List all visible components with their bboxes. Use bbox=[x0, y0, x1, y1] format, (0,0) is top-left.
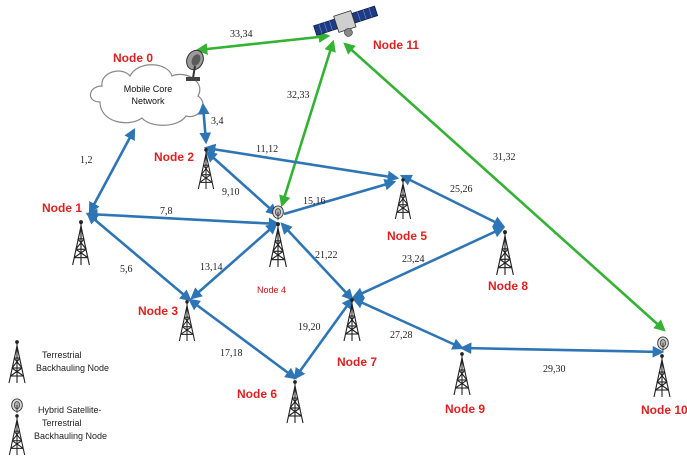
node-11-label: Node 11 bbox=[373, 38, 419, 52]
legend-terrestrial-line1: Terrestrial bbox=[42, 350, 82, 360]
legend-hybrid-line2: Terrestrial bbox=[42, 418, 82, 428]
link-8-7 bbox=[351, 226, 506, 299]
terrestrial-links bbox=[85, 102, 665, 380]
legend-terrestrial-line2: Backhauling Node bbox=[36, 363, 109, 373]
link-label-19-20: 19,20 bbox=[298, 322, 321, 333]
node-4-label: Node 4 bbox=[257, 285, 286, 295]
link-1-3 bbox=[86, 212, 192, 302]
link-label-1-2: 1,2 bbox=[80, 155, 93, 166]
satellite-dish-icon bbox=[186, 49, 204, 81]
hybrid-dish-icon-node-4 bbox=[272, 205, 284, 221]
tower-icon-node-6 bbox=[286, 380, 304, 424]
legend: Terrestrial Backhauling Node Hybrid Sate… bbox=[8, 340, 109, 456]
tower-icon-node-5 bbox=[394, 178, 412, 220]
link-label-9-10: 9,10 bbox=[222, 187, 240, 198]
legend-hybrid-line1: Hybrid Satellite- bbox=[38, 405, 102, 415]
mobile-core-network-cloud: Mobile Core Network bbox=[89, 64, 204, 126]
link-2-5 bbox=[203, 143, 400, 183]
node-10-label: Node 10 bbox=[641, 403, 687, 417]
link-4-3 bbox=[190, 222, 278, 300]
link-label-13-14: 13,14 bbox=[200, 262, 223, 273]
tower-icon-node-8 bbox=[496, 230, 514, 276]
link-2-4 bbox=[205, 150, 278, 216]
link-label-5-6: 5,6 bbox=[120, 264, 133, 275]
node-9-label: Node 9 bbox=[445, 402, 485, 416]
link-7-6 bbox=[293, 297, 354, 380]
node-6-label: Node 6 bbox=[237, 387, 277, 401]
link-label-32-33: 32,33 bbox=[287, 90, 310, 101]
node-7-label: Node 7 bbox=[337, 355, 377, 369]
link-label-15-16: 15,16 bbox=[303, 196, 326, 207]
link-label-17-18: 17,18 bbox=[220, 348, 243, 359]
legend-terrestrial-tower-icon bbox=[8, 340, 26, 384]
legend-hybrid-dish-icon bbox=[11, 398, 23, 414]
link-4-5 bbox=[283, 178, 397, 216]
tower-icon-node-1 bbox=[72, 220, 90, 266]
link-label-33-34: 33,34 bbox=[230, 29, 253, 40]
legend-hybrid-line3: Backhauling Node bbox=[34, 431, 107, 441]
link-1-cloud bbox=[88, 127, 136, 215]
node-8-label: Node 8 bbox=[488, 279, 528, 293]
link-label-27-28: 27,28 bbox=[390, 330, 413, 341]
link-label-21-22: 21,22 bbox=[315, 250, 338, 261]
link-label-25-26: 25,26 bbox=[450, 184, 473, 195]
link-label-31-32: 31,32 bbox=[493, 152, 516, 163]
link-4-7 bbox=[280, 222, 354, 301]
link-0-11 bbox=[195, 31, 331, 55]
node-1-label: Node 1 bbox=[42, 201, 82, 215]
tower-icon-node-3 bbox=[178, 300, 196, 342]
link-5-8 bbox=[399, 174, 506, 228]
tower-icon-node-9 bbox=[453, 352, 471, 396]
link-labels: 33,34 3,4 1,2 32,33 11,12 31,32 9,10 15,… bbox=[80, 29, 566, 375]
node-5-label: Node 5 bbox=[387, 229, 427, 243]
link-label-3-4: 3,4 bbox=[211, 116, 224, 127]
satellite-icon bbox=[313, 5, 379, 37]
node-3-label: Node 3 bbox=[138, 304, 178, 318]
link-9-10 bbox=[459, 342, 665, 358]
link-0-2 bbox=[197, 102, 212, 145]
link-1-4 bbox=[85, 208, 281, 230]
node-labels: Node 0 Node 1 Node 2 Node 3 Node 4 Node … bbox=[42, 38, 687, 417]
link-3-6 bbox=[188, 298, 297, 380]
link-label-7-8: 7,8 bbox=[160, 206, 173, 217]
node-0-label: Node 0 bbox=[113, 51, 153, 65]
link-label-11-12: 11,12 bbox=[256, 144, 278, 155]
node-2-label: Node 2 bbox=[154, 150, 194, 164]
link-7-9 bbox=[351, 297, 465, 350]
legend-hybrid-tower-icon bbox=[8, 414, 26, 456]
tower-icon-node-10 bbox=[653, 354, 671, 398]
tower-icon-node-4 bbox=[269, 222, 287, 268]
hybrid-dish-icon-node-10 bbox=[657, 336, 669, 352]
link-label-23-24: 23,24 bbox=[402, 254, 425, 265]
cloud-label-line2: Network bbox=[131, 96, 165, 106]
link-11-4 bbox=[279, 39, 336, 208]
link-label-29-30: 29,30 bbox=[543, 364, 566, 375]
cloud-label-line1: Mobile Core bbox=[124, 84, 173, 94]
